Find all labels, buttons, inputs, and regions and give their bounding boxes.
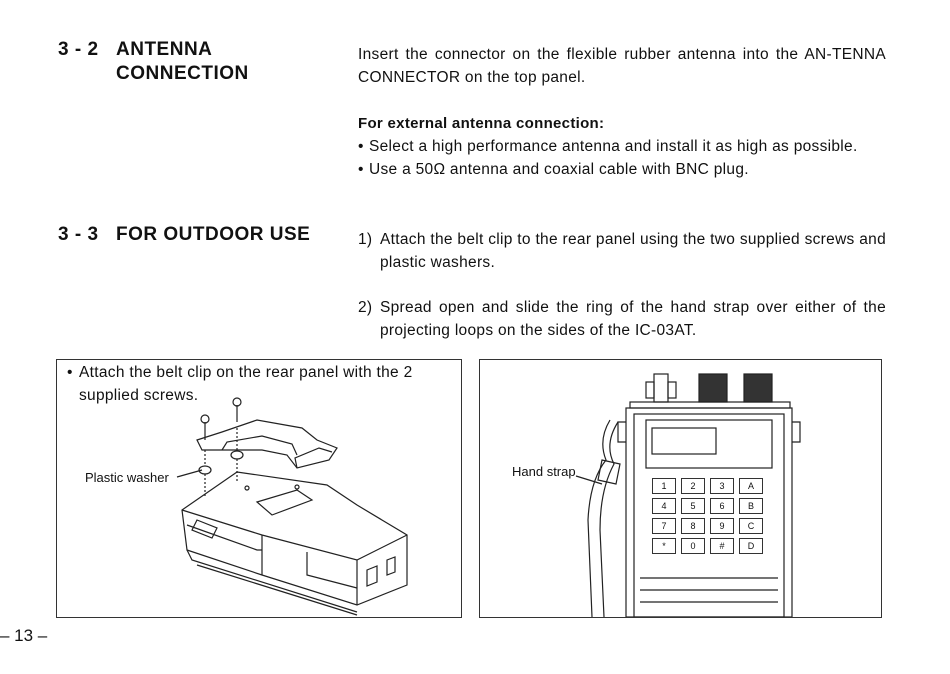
figure-caption-text: Attach the belt clip on the rear panel w… <box>79 364 413 404</box>
external-antenna-heading: For external antenna connection: <box>358 115 605 132</box>
keypad-key: 4 <box>652 498 676 514</box>
keypad-key: * <box>652 538 676 554</box>
keypad-key: 6 <box>710 498 734 514</box>
keypad-key: 0 <box>681 538 705 554</box>
step-text: Spread open and slide the ring of the ha… <box>380 299 886 339</box>
keypad-key: # <box>710 538 734 554</box>
bullet-text: Select a high performance antenna and in… <box>369 138 858 155</box>
step-number: 2) <box>358 299 373 316</box>
bullet-list: • Select a high performance antenna and … <box>358 135 886 181</box>
step-item: 1) Attach the belt clip to the rear pane… <box>358 228 886 274</box>
keypad-key: 1 <box>652 478 676 494</box>
keypad-key: 8 <box>681 518 705 534</box>
section-3-2-title-line2: CONNECTION <box>116 63 249 84</box>
section-3-3-number: 3 - 3 <box>58 224 99 245</box>
hand-strap-figure: Hand strap <box>479 359 882 618</box>
keypad-key: 2 <box>681 478 705 494</box>
keypad-key: 7 <box>652 518 676 534</box>
page-number: – 13 – <box>0 626 48 645</box>
keypad-key: C <box>739 518 763 534</box>
plastic-washer-label: Plastic washer <box>85 470 169 485</box>
section-3-2-title-line1: ANTENNA <box>116 39 213 60</box>
hand-strap-label: Hand strap <box>512 464 576 479</box>
keypad-key: A <box>739 478 763 494</box>
bullet-dot-icon: • <box>358 138 364 155</box>
keypad-key: 9 <box>710 518 734 534</box>
keypad-key: B <box>739 498 763 514</box>
screw-icon <box>200 397 242 440</box>
bullet-item: • Select a high performance antenna and … <box>358 135 886 158</box>
bullet-item: • Use a 50Ω antenna and coaxial cable wi… <box>358 158 886 181</box>
keypad: 1 2 3 A 4 5 6 B 7 8 9 C * 0 # D <box>652 478 766 554</box>
step-text: Attach the belt clip to the rear panel u… <box>380 231 886 271</box>
section-3-2-number: 3 - 2 <box>58 39 99 60</box>
figure-caption: • Attach the belt clip on the rear panel… <box>67 361 447 407</box>
keypad-key: D <box>739 538 763 554</box>
antenna-paragraph: Insert the connector on the flexible rub… <box>358 46 886 86</box>
bullet-dot-icon: • <box>67 364 73 381</box>
step-number: 1) <box>358 231 373 248</box>
keypad-key: 5 <box>681 498 705 514</box>
belt-clip-drawing <box>176 397 408 616</box>
radio-front-drawing <box>575 373 801 617</box>
bullet-text: Use a 50Ω antenna and coaxial cable with… <box>369 161 749 178</box>
belt-clip-figure: • Attach the belt clip on the rear panel… <box>56 359 462 618</box>
keypad-key: 3 <box>710 478 734 494</box>
section-3-3-title: FOR OUTDOOR USE <box>116 224 311 245</box>
bullet-dot-icon: • <box>358 161 364 178</box>
step-item: 2) Spread open and slide the ring of the… <box>358 296 886 342</box>
